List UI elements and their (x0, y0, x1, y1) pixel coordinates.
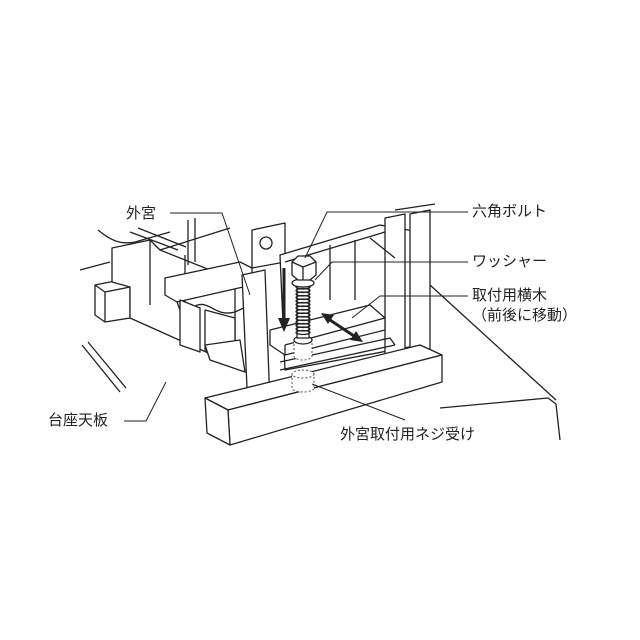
left-shrine-body (94, 218, 253, 373)
movement-arrows (278, 268, 363, 342)
label-crossbar-note: （前後に移動） (472, 306, 578, 324)
hex-bolt (291, 255, 317, 339)
label-outer-shrine: 外宮 (126, 204, 157, 222)
label-hex-bolt: 六角ボルト (472, 202, 548, 220)
base-sill (204, 344, 443, 446)
label-pedestal-top: 台座天板 (48, 411, 109, 429)
label-screw-receiver: 外宮取付用ネジ受け (340, 425, 476, 443)
leader-lines (124, 211, 468, 422)
screw-receivers (291, 335, 315, 393)
bolt-thread (295, 329, 311, 336)
label-washer: ワッシャー (472, 252, 548, 270)
label-mounting-crossbar: 取付用横木 (472, 286, 548, 304)
pedestal-top-lines (79, 261, 561, 441)
bolt-hole (259, 236, 273, 250)
